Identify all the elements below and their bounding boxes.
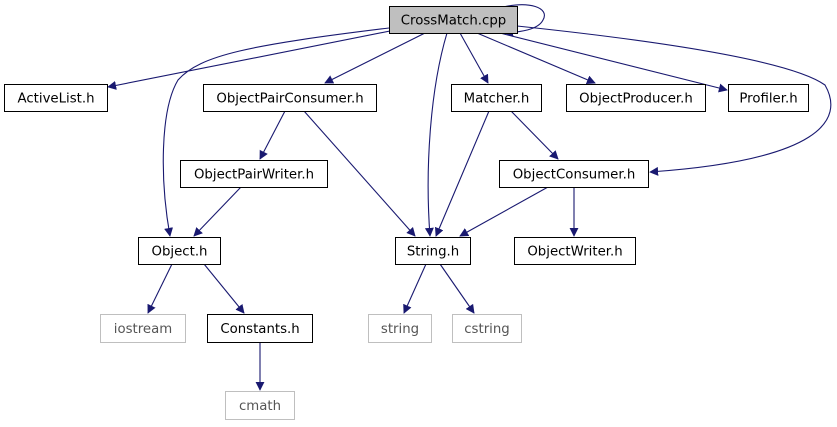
node-string_h[interactable]: String.h	[395, 237, 471, 265]
node-label: string	[381, 322, 419, 337]
edge-string_h-to-cstring	[439, 263, 475, 314]
node-box	[138, 237, 221, 265]
edge-string_h-to-string	[403, 263, 427, 314]
node-box	[728, 84, 809, 112]
node-box	[451, 84, 542, 112]
node-iostream: iostream	[100, 314, 186, 343]
node-objproducer[interactable]: ObjectProducer.h	[566, 84, 706, 112]
node-objwriter[interactable]: ObjectWriter.h	[514, 237, 636, 265]
edge-objpaircons-to-objpairwriter	[259, 110, 286, 160]
edges	[107, 4, 832, 391]
node-constants[interactable]: Constants.h	[207, 314, 313, 343]
node-box	[499, 160, 649, 188]
node-label: Matcher.h	[464, 92, 530, 107]
node-label: ObjectProducer.h	[579, 92, 693, 107]
node-label: cstring	[464, 322, 509, 337]
node-string: string	[368, 314, 432, 343]
node-label: ObjectPairConsumer.h	[216, 92, 363, 107]
node-root[interactable]: CrossMatch.cpp	[389, 6, 518, 34]
edge-object-to-constants	[203, 263, 245, 314]
node-label: ObjectConsumer.h	[513, 168, 636, 183]
edge-root-to-profiler	[499, 32, 728, 93]
node-label: ActiveList.h	[17, 92, 94, 107]
node-box	[452, 314, 522, 343]
edge-objconsumer-to-string_h	[459, 186, 549, 237]
edge-root-to-objconsumer	[516, 25, 832, 176]
node-label: Object.h	[152, 245, 208, 260]
edge-objpairwriter-to-object	[193, 186, 242, 237]
edge-matcher-to-string_h	[435, 110, 490, 237]
node-label: cmath	[239, 399, 281, 414]
edge-objpaircons-to-string_h	[303, 110, 416, 237]
node-box	[225, 391, 295, 420]
node-label: iostream	[114, 322, 172, 337]
node-box	[4, 84, 108, 112]
node-label: Profiler.h	[739, 92, 797, 107]
edge-root-to-objproducer	[476, 32, 596, 84]
node-box	[566, 84, 706, 112]
node-box	[389, 6, 518, 34]
node-cmath: cmath	[225, 391, 295, 420]
edge-root-to-string_h	[424, 32, 448, 237]
edge-root-to-objpaircons	[324, 32, 426, 84]
node-box	[395, 237, 471, 265]
edge-matcher-to-objconsumer	[510, 110, 559, 160]
edge-root-to-matcher	[459, 32, 489, 84]
edge-object-to-iostream	[147, 263, 173, 314]
node-label: ObjectWriter.h	[527, 245, 622, 260]
node-box	[368, 314, 432, 343]
edge-root-to-root	[498, 4, 545, 37]
node-label: Constants.h	[220, 322, 299, 337]
node-box	[100, 314, 186, 343]
node-object[interactable]: Object.h	[138, 237, 221, 265]
node-objpaircons[interactable]: ObjectPairConsumer.h	[203, 84, 377, 112]
node-label: CrossMatch.cpp	[401, 14, 506, 29]
edge-root-to-activelist	[107, 29, 396, 90]
node-objconsumer[interactable]: ObjectConsumer.h	[499, 160, 649, 188]
node-objpairwriter[interactable]: ObjectPairWriter.h	[180, 160, 328, 188]
node-box	[180, 160, 328, 188]
node-cstring: cstring	[452, 314, 522, 343]
node-profiler[interactable]: Profiler.h	[728, 84, 809, 112]
node-label: ObjectPairWriter.h	[194, 168, 314, 183]
node-matcher[interactable]: Matcher.h	[451, 84, 542, 112]
node-box	[514, 237, 636, 265]
node-activelist[interactable]: ActiveList.h	[4, 84, 108, 112]
node-box	[207, 314, 313, 343]
node-box	[203, 84, 377, 112]
node-label: String.h	[407, 245, 459, 260]
edge-root-to-object	[162, 27, 390, 237]
